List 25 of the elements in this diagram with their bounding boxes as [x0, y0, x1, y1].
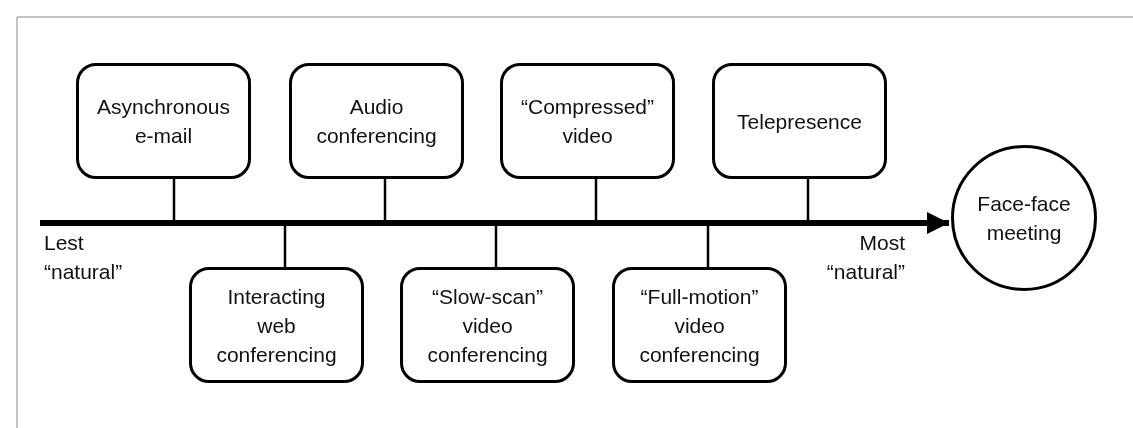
connector-line [172, 179, 176, 223]
node-label: “Compressed” video [519, 94, 655, 149]
axis-arrow [40, 212, 949, 234]
connector-line [494, 223, 498, 267]
node-label: Audio conferencing [315, 94, 438, 149]
node-label: “Slow-scan” video conferencing [426, 283, 549, 368]
connector-line [283, 223, 287, 267]
connector-line [594, 179, 598, 223]
node-label: Interacting web conferencing [215, 283, 338, 368]
rounded-box [612, 267, 787, 383]
rounded-box [76, 63, 251, 179]
rounded-box [500, 63, 675, 179]
rounded-box [189, 267, 364, 383]
node-label: Face-face meeting [976, 191, 1072, 246]
node-label: Asynchronous e-mail [95, 94, 232, 149]
node-label: Telepresence [737, 108, 862, 135]
node-label: “Full-motion” video conferencing [638, 283, 761, 368]
axis-end-label: Lest “natural” [44, 230, 124, 285]
rounded-box [289, 63, 464, 179]
connector-line [706, 223, 710, 267]
connector-line [383, 179, 387, 223]
axis-end-label: Most “natural” [825, 230, 905, 285]
rounded-box [400, 267, 575, 383]
connector-line [806, 179, 810, 223]
rounded-box [712, 63, 887, 179]
